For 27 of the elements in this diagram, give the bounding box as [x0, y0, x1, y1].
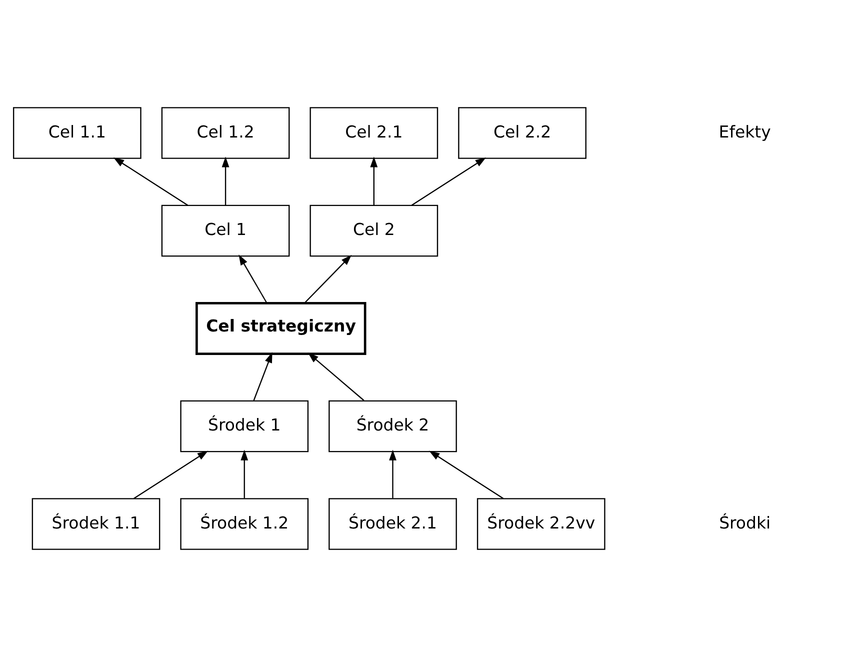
label: Efekty — [718, 122, 771, 141]
arrow — [370, 156, 378, 205]
node-box: Cel 1.2 — [161, 106, 290, 158]
node-box: Cel 1 — [161, 204, 290, 256]
node-box: Środek 1 — [180, 400, 309, 452]
node-box: Środek 1.1 — [32, 498, 160, 550]
arrow — [253, 352, 272, 400]
arrow — [389, 449, 396, 498]
label: Środki — [719, 512, 771, 532]
node-box: Cel 2 — [310, 204, 438, 256]
node-box: Środek 2.2vv — [476, 498, 606, 550]
arrow — [113, 157, 188, 206]
arrow — [308, 352, 364, 400]
arrow — [238, 254, 268, 303]
arrow — [240, 449, 248, 498]
arrow — [411, 157, 486, 206]
node-box: Środek 1.2 — [180, 498, 309, 550]
node-box: Cel 2.1 — [310, 106, 438, 158]
node-box: Cel 1.1 — [13, 106, 142, 158]
node-box: Cel strategiczny — [196, 302, 366, 354]
arrow — [304, 254, 352, 303]
arrow — [134, 450, 208, 498]
arrow — [429, 450, 504, 498]
node-box: Środek 2 — [328, 400, 457, 452]
arrow — [222, 156, 230, 205]
node-box: Cel 2.2 — [458, 106, 586, 158]
node-box: Środek 2.1 — [328, 498, 457, 550]
